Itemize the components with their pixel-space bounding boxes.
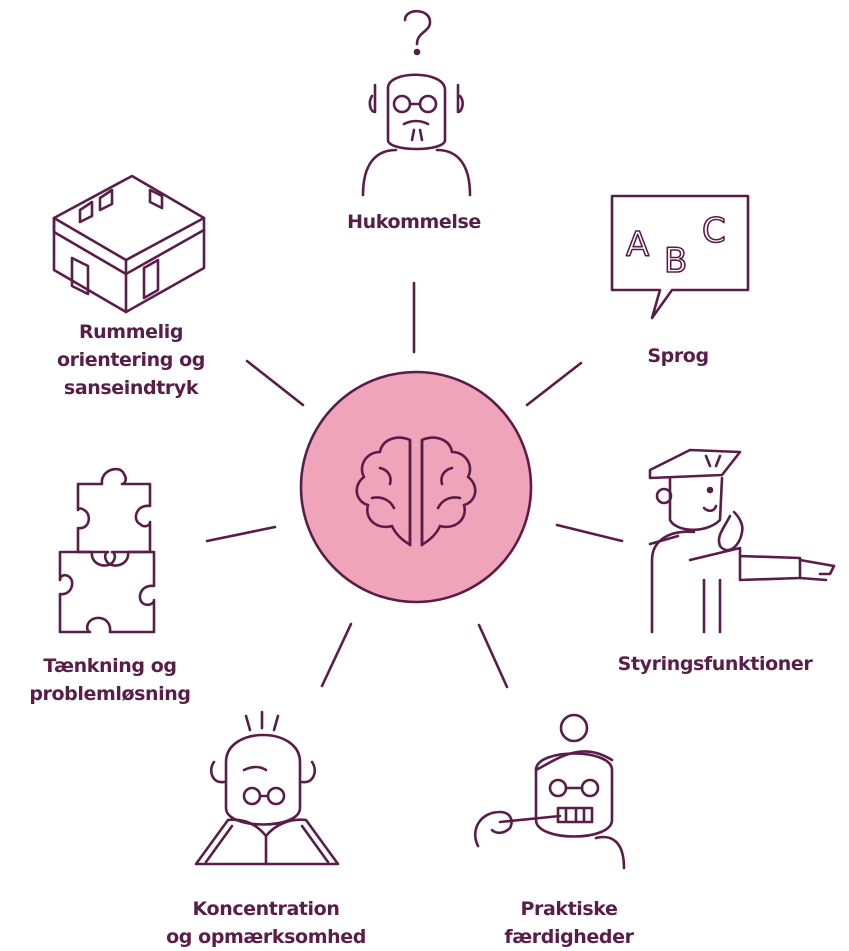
label-line: Tænkning og (43, 655, 177, 677)
label-line: færdigheder (504, 926, 634, 948)
police-officer-icon (648, 448, 836, 634)
brain-icon (355, 436, 477, 547)
label-line: problemløsning (29, 683, 191, 705)
center-node (299, 370, 533, 604)
confused-elderly-man-icon (361, 9, 472, 197)
spoke-taenkning (205, 525, 277, 543)
spoke-sprog (525, 361, 583, 407)
spoke-praktiske (477, 623, 509, 689)
label-koncentration: Koncentration og opmærksomhed (151, 895, 381, 951)
spoke-rummelig (245, 359, 305, 407)
label-hukommelse: Hukommelse (314, 208, 514, 236)
label-line: Hukommelse (347, 211, 481, 233)
label-praktiske: Praktiske færdigheder (469, 895, 669, 951)
label-taenkning: Tænkning og problemløsning (10, 652, 210, 708)
elderly-man-reading-icon (194, 710, 340, 866)
label-styringsfunktioner: Styringsfunktioner (603, 650, 827, 678)
label-rummelig: Rummelig orientering og sanseindtryk (31, 318, 231, 402)
label-line: og opmærksomhed (166, 926, 366, 948)
label-line: Koncentration (192, 898, 340, 920)
spoke-styringsfunktioner (555, 523, 624, 543)
elderly-woman-brushing-teeth-icon (473, 713, 626, 870)
label-line: Praktiske (520, 898, 618, 920)
label-sprog: Sprog (598, 342, 758, 370)
label-line: Sprog (647, 345, 709, 367)
center-circle (299, 370, 533, 604)
label-line: Styringsfunktioner (617, 653, 813, 675)
spoke-koncentration (320, 622, 353, 688)
room-box-icon (52, 174, 206, 314)
svg-text:A: A (626, 225, 649, 265)
svg-text:C: C (702, 211, 726, 251)
abc-speech-bubble-icon: A B C (610, 194, 750, 320)
label-line: sanseindtryk (63, 377, 199, 399)
spokes (205, 281, 624, 689)
svg-text:B: B (664, 241, 687, 281)
label-line: Rummelig (78, 321, 184, 343)
label-line: orientering og (57, 349, 205, 371)
puzzle-pieces-icon (58, 467, 156, 634)
